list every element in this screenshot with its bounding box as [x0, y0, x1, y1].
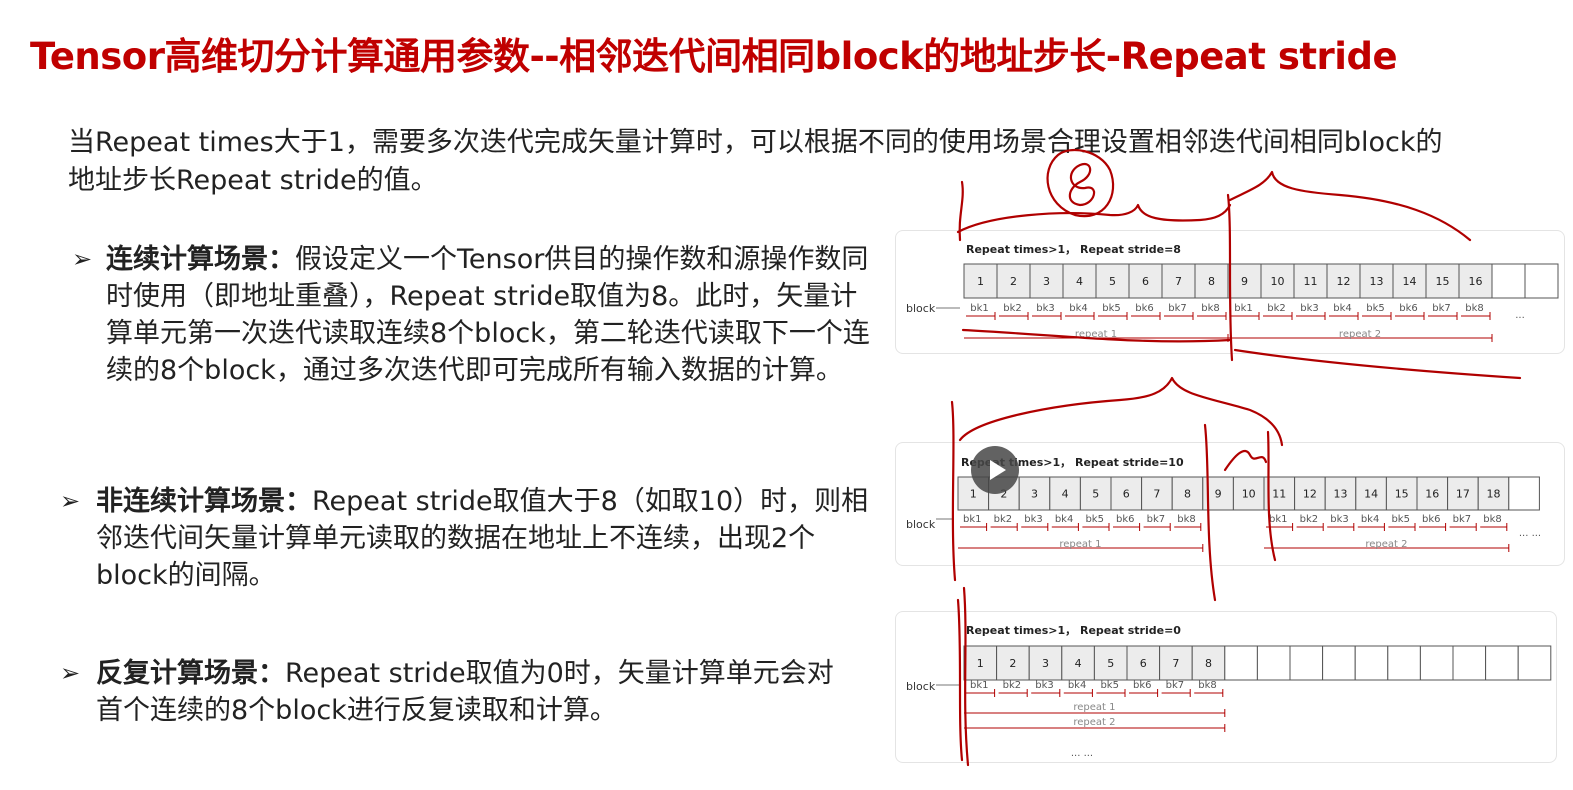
bullet-continuous: ➢ 连续计算场景：假设定义一个Tensor供目的操作数和源操作数同时使用（即地址… — [72, 241, 882, 389]
arrow-bullet-icon: ➢ — [60, 487, 81, 515]
bullet-repeated: ➢ 反复计算场景：Repeat stride取值为0时，矢量计算单元会对首个连续… — [60, 655, 840, 729]
bullet-heading: 反复计算场景： — [96, 658, 285, 689]
block-label: block — [906, 518, 936, 531]
diagram-title: Repeat times>1， Repeat stride=0 — [966, 624, 1181, 637]
intro-paragraph: 当Repeat times大于1，需要多次迭代完成矢量计算时，可以根据不同的使用… — [68, 127, 1443, 196]
bullet-heading: 非连续计算场景： — [96, 486, 312, 517]
arrow-bullet-icon: ➢ — [60, 659, 81, 687]
block-label: block — [906, 680, 936, 693]
slide-title: Tensor高维切分计算通用参数--相邻迭代间相同block的地址步长-Repe… — [30, 35, 1398, 78]
diagram-title: Repeat times>1， Repeat stride=8 — [966, 243, 1181, 256]
bullet-text: Repeat stride取值大于8（如取10）时，则相邻迭代间矢量计算单元读取… — [96, 486, 869, 591]
diagram-stride-0 — [895, 611, 1557, 763]
video-play-button[interactable] — [971, 446, 1019, 494]
bullet-noncontinuous: ➢ 非连续计算场景：Repeat stride取值大于8（如取10）时，则相邻迭… — [60, 483, 880, 594]
block-label: block — [906, 302, 936, 315]
bullet-heading: 连续计算场景： — [106, 244, 295, 275]
bullet-text: Repeat stride取值为0时，矢量计算单元会对首个连续的8个block进… — [96, 658, 834, 726]
bullet-text: 假设定义一个Tensor供目的操作数和源操作数同时使用（即地址重叠），Repea… — [106, 244, 870, 386]
arrow-bullet-icon: ➢ — [72, 245, 93, 273]
